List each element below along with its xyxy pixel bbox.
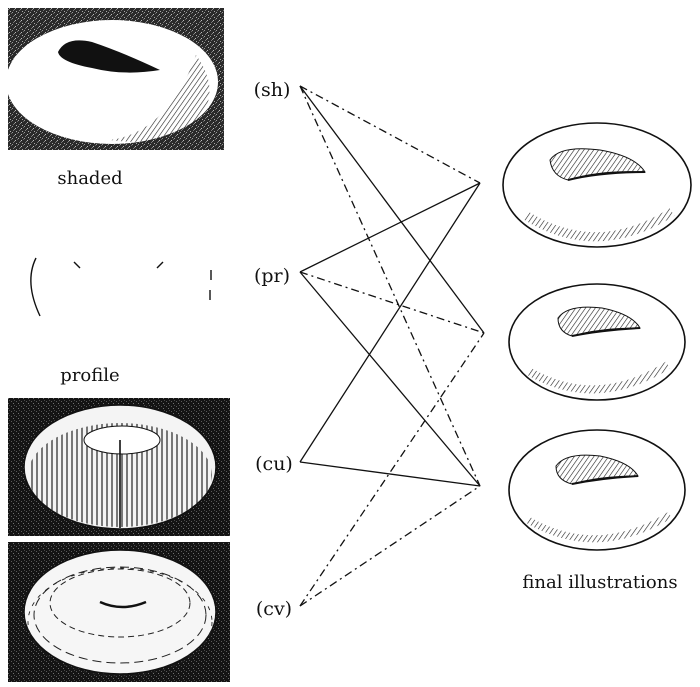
final-3-torus-body xyxy=(508,429,686,551)
final-3-hole-edge xyxy=(571,475,639,485)
final-1-torus-shadow xyxy=(522,208,675,242)
final-1-hole-edge xyxy=(567,171,646,181)
cv-torus-hole xyxy=(99,600,147,609)
profile-inner-left-stroke xyxy=(73,261,81,269)
curvature-panel xyxy=(8,398,230,536)
final-1-torus-body xyxy=(502,122,692,248)
connection-cu-final-1 xyxy=(299,182,481,463)
node-cu: (cu) xyxy=(255,453,293,475)
connection-sh-final-3 xyxy=(299,85,481,487)
final-2-hole-edge xyxy=(571,327,641,337)
cv-torus-ring-inner xyxy=(49,568,191,638)
node-sh: (sh) xyxy=(254,79,291,101)
caption-shaded: shaded xyxy=(57,168,122,189)
curvature-vector-panel xyxy=(8,542,230,682)
curvature-torus-hole xyxy=(83,425,161,455)
connection-sh-final-2 xyxy=(299,85,485,334)
node-cv: (cv) xyxy=(256,598,292,620)
caption-profile: profile xyxy=(60,365,119,386)
connection-pr-final-2 xyxy=(299,271,485,334)
connection-cu-final-3 xyxy=(299,461,481,487)
cv-torus-ring-mid xyxy=(33,566,207,664)
final-illustration-2 xyxy=(508,283,686,401)
cv-torus-ring-outer xyxy=(27,567,213,677)
final-2-torus-body xyxy=(508,283,686,401)
connection-cv-final-3 xyxy=(299,485,481,607)
connection-pr-final-1 xyxy=(299,182,481,273)
connection-sh-final-1 xyxy=(299,85,481,184)
profile-left-arc xyxy=(30,257,41,317)
node-pr: (pr) xyxy=(254,265,290,287)
connections xyxy=(299,85,485,607)
profile-sketch xyxy=(30,257,212,317)
cv-torus-body xyxy=(23,549,217,675)
connection-pr-final-3 xyxy=(299,271,481,487)
shaded-torus-hole xyxy=(58,40,160,73)
final-illustration-1 xyxy=(502,122,692,248)
profile-inner-right-stroke xyxy=(156,261,164,269)
connection-cv-final-2 xyxy=(299,332,485,607)
shaded-panel xyxy=(6,8,224,150)
final-illustration-3 xyxy=(508,429,686,551)
shaded-torus-shadow xyxy=(110,55,210,142)
caption-final-illustrations: final illustrations xyxy=(522,572,677,593)
final-2-torus-shadow xyxy=(528,361,671,394)
final-3-torus-shadow xyxy=(526,512,672,543)
